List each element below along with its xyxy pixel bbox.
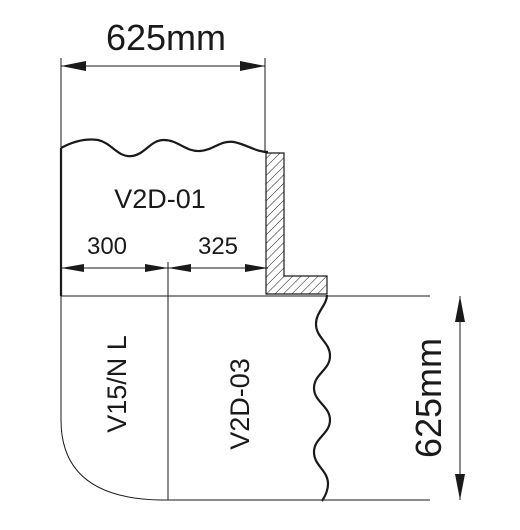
top-dimension: 625mm xyxy=(60,17,266,152)
top-dim-arrow-right xyxy=(240,61,265,71)
lower-left-panel-label: V15/N L xyxy=(102,335,132,433)
lower-right-panel-label: V2D-03 xyxy=(225,358,255,450)
segment-arrow-2 xyxy=(145,264,168,272)
segment-arrow-1 xyxy=(61,264,84,272)
segment-arrow-3 xyxy=(168,264,191,272)
right-dim-arrow-bottom xyxy=(455,474,465,500)
upper-panel: V2D-01 xyxy=(59,138,269,296)
right-dimension-label: 625mm xyxy=(408,338,449,458)
hatched-wall xyxy=(265,152,328,295)
right-dimension: 625mm xyxy=(408,296,465,500)
lower-left-rounded-edge xyxy=(60,296,161,501)
upper-break-line xyxy=(60,138,269,158)
upper-panel-label: V2D-01 xyxy=(114,184,206,214)
lower-panels: V15/N L V2D-03 xyxy=(60,294,430,502)
top-dim-arrow-left xyxy=(61,61,86,71)
top-dimension-label: 625mm xyxy=(106,17,226,58)
segment-right-label: 325 xyxy=(198,233,238,260)
right-dim-arrow-top xyxy=(455,296,465,322)
hatched-wall-fill xyxy=(265,152,328,295)
segment-arrow-4 xyxy=(245,264,268,272)
segment-dimensions: 300 325 xyxy=(61,233,268,296)
segment-left-label: 300 xyxy=(87,233,127,260)
lower-break-line xyxy=(312,294,332,502)
